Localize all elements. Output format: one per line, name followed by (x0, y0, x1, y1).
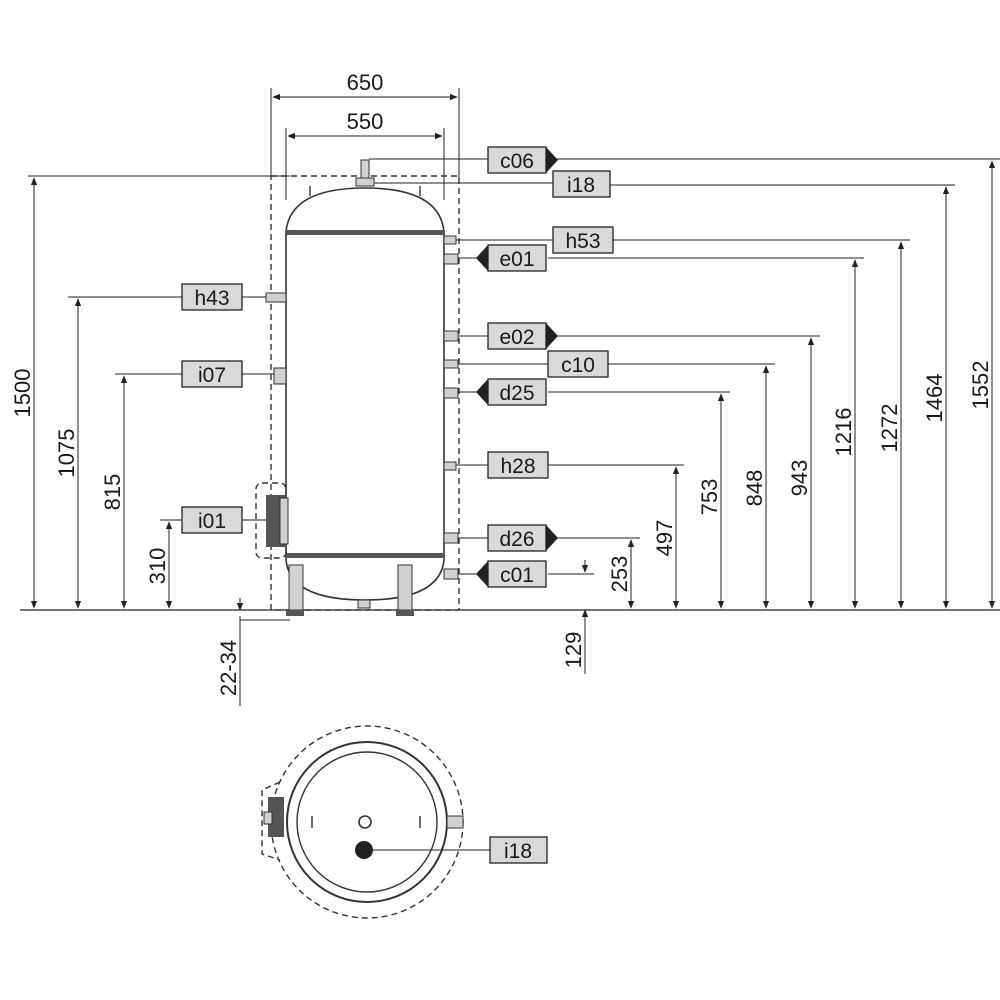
tag-c06-label: c06 (500, 150, 534, 173)
leader-lines (242, 158, 553, 575)
c01-nozzle (443, 568, 459, 580)
top-view-flange (268, 797, 284, 837)
tag-i07: i07 (181, 360, 243, 388)
right-dimensions: 253 129 497 753 848 943 1216 1272 1464 (548, 158, 1000, 674)
height-1272-label: 1272 (877, 404, 902, 453)
height-1500-label: 1500 (10, 369, 35, 418)
top-view-tag-i18-label: i18 (504, 840, 532, 863)
height-848-label: 848 (742, 470, 767, 507)
height-129-label: 129 (561, 632, 586, 669)
height-497-label: 497 (652, 520, 677, 557)
drain-port (357, 599, 371, 609)
tag-d26-label: d26 (499, 528, 534, 551)
tag-e01-label: e01 (499, 248, 534, 271)
height-753-label: 753 (697, 479, 722, 516)
tag-i18-label: i18 (567, 174, 595, 197)
width-dimensions: 650 550 (270, 70, 460, 200)
tag-i18: i18 (552, 170, 611, 198)
left-dimensions: 1500 1075 815 310 22-34 (10, 175, 290, 706)
tank-side-view (255, 159, 459, 616)
d26-nozzle (443, 532, 459, 544)
height-943-label: 943 (787, 460, 812, 497)
tag-c06: c06 (487, 146, 558, 174)
tag-i07-label: i07 (198, 364, 226, 387)
tank-body (285, 187, 445, 601)
tag-e02-label: e02 (499, 326, 534, 349)
height-1216-label: 1216 (831, 408, 856, 457)
tag-d26: d26 (487, 524, 558, 552)
top-view-i18-port (355, 841, 373, 859)
width-650-label: 650 (347, 70, 384, 95)
tag-d25: d25 (476, 378, 547, 406)
leg-right (397, 564, 413, 611)
leg-left (288, 564, 304, 611)
tag-h43: h43 (181, 283, 243, 311)
tag-i01-label: i01 (198, 510, 226, 533)
h53-nozzle (443, 235, 457, 245)
i07-nozzle (273, 367, 287, 385)
height-1552-label: 1552 (968, 361, 993, 410)
tag-h43-label: h43 (194, 287, 229, 310)
h43-nozzle (265, 292, 287, 303)
top-view-tag-i18: i18 (489, 836, 548, 864)
d25-nozzle (443, 387, 459, 399)
height-1075-label: 1075 (54, 429, 79, 478)
height-253-label: 253 (607, 556, 632, 593)
tank-top-view: i18 (261, 725, 548, 919)
tag-c01-label: c01 (500, 564, 534, 587)
tag-e02: e02 (487, 322, 558, 350)
height-310-label: 310 (145, 548, 170, 585)
tag-c10-label: c10 (561, 354, 595, 377)
c10-nozzle (443, 359, 459, 369)
tag-h28-label: h28 (500, 455, 535, 478)
leg-adjust-label: 22-34 (216, 640, 241, 696)
tag-c01: c01 (476, 560, 547, 588)
bottom-weld-band (286, 553, 444, 558)
top-weld-band (286, 230, 444, 235)
tag-c10: c10 (547, 350, 609, 378)
e01-nozzle (443, 253, 459, 265)
tag-e01: e01 (476, 244, 547, 272)
i18-port (355, 177, 375, 187)
tag-i01: i01 (181, 506, 243, 534)
width-550-label: 550 (347, 109, 384, 134)
tag-h53: h53 (552, 226, 614, 254)
c06-nozzle (360, 159, 370, 181)
tag-d25-label: d25 (499, 382, 534, 405)
top-view-right-nozzle (446, 815, 464, 829)
e02-nozzle (443, 330, 459, 342)
height-815-label: 815 (100, 474, 125, 511)
height-1464-label: 1464 (922, 374, 947, 423)
h28-nozzle (443, 461, 457, 471)
tag-h28: h28 (487, 451, 549, 479)
top-view-outlet (358, 815, 372, 829)
tag-h53-label: h53 (565, 230, 600, 253)
